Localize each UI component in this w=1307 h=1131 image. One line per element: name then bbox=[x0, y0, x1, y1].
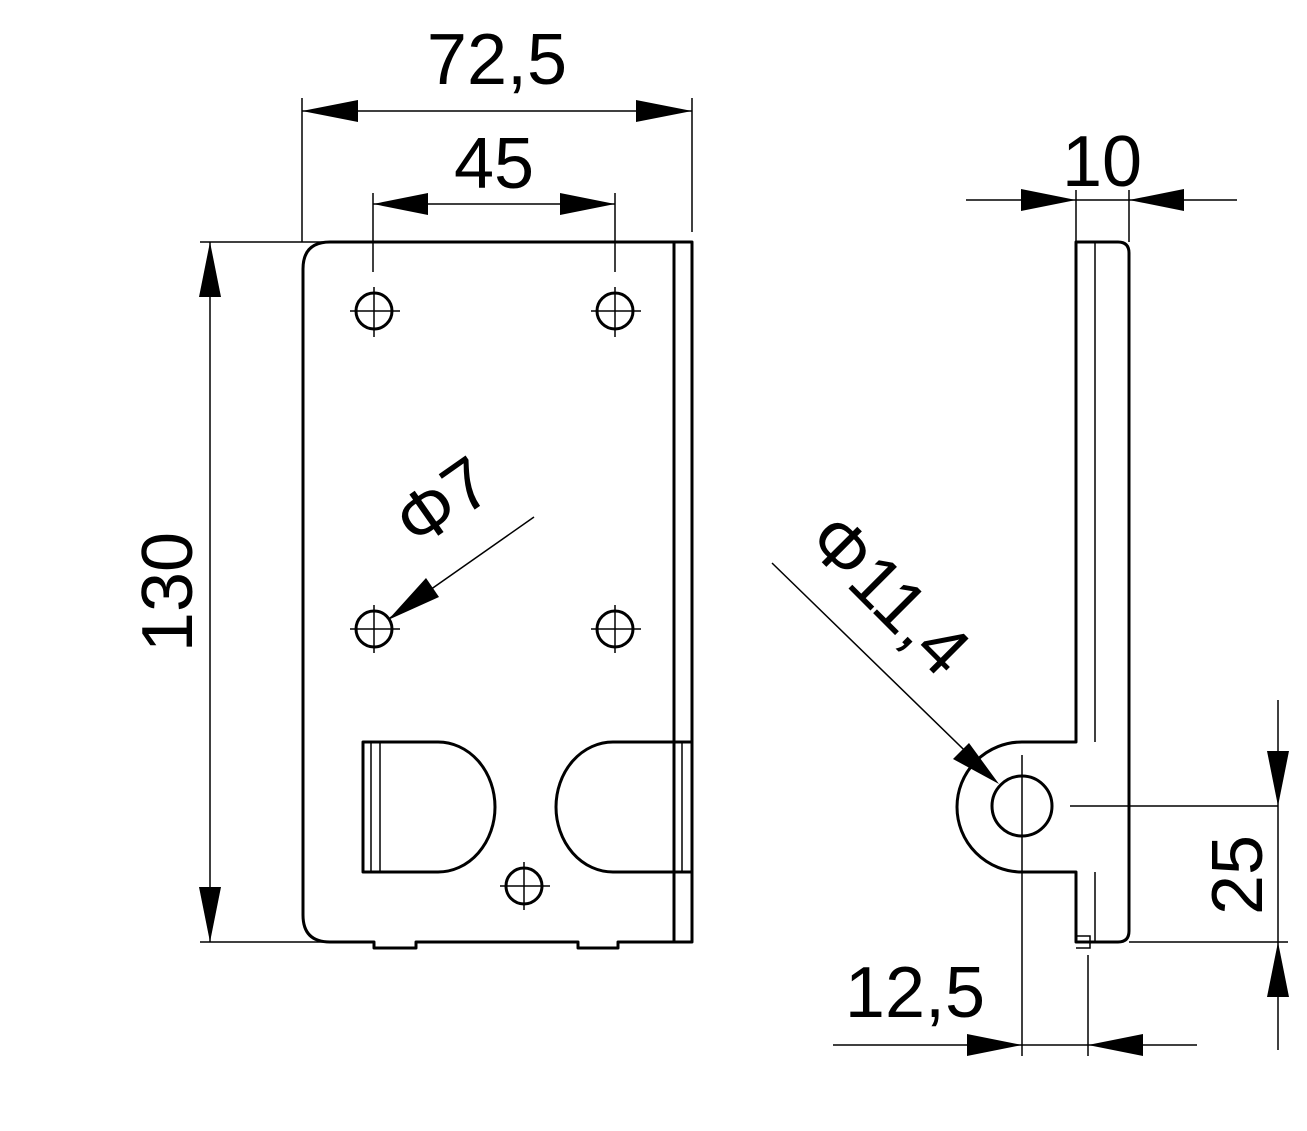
dimension-thickness-label: 10 bbox=[1062, 122, 1142, 202]
dimension-pivot-hole-label: Φ11,4 bbox=[793, 499, 985, 691]
dimension-pivot-offset-label: 12,5 bbox=[845, 953, 985, 1033]
dimension-hole-spacing-label: 45 bbox=[454, 124, 534, 204]
dimension-pivot-hole: Φ11,4 bbox=[771, 499, 999, 784]
dimension-hole-spacing: 45 bbox=[372, 124, 616, 272]
dimension-pivot-height: 25 bbox=[1129, 700, 1289, 1050]
side-profile bbox=[955, 240, 1131, 944]
dimension-thickness: 10 bbox=[966, 122, 1237, 242]
dimension-overall-width: 72,5 bbox=[301, 20, 693, 242]
hole-bottom bbox=[500, 862, 550, 910]
dimension-small-hole: Φ7 bbox=[380, 442, 535, 620]
hole-top-right bbox=[591, 287, 641, 337]
dimension-overall-width-label: 72,5 bbox=[427, 20, 567, 100]
hole-mid-right bbox=[591, 605, 641, 653]
dimension-pivot-offset: 12,5 bbox=[833, 858, 1197, 1056]
right-slot bbox=[554, 740, 694, 874]
plate-outline bbox=[301, 240, 694, 950]
hole-top-left bbox=[350, 287, 400, 337]
dimension-pivot-height-label: 25 bbox=[1198, 835, 1278, 915]
left-slot bbox=[361, 740, 497, 874]
front-view bbox=[301, 240, 694, 950]
dimension-height: 130 bbox=[128, 241, 330, 943]
dimension-small-hole-label: Φ7 bbox=[380, 442, 506, 563]
dimension-height-label: 130 bbox=[128, 532, 208, 652]
hole-mid-left bbox=[350, 605, 400, 653]
